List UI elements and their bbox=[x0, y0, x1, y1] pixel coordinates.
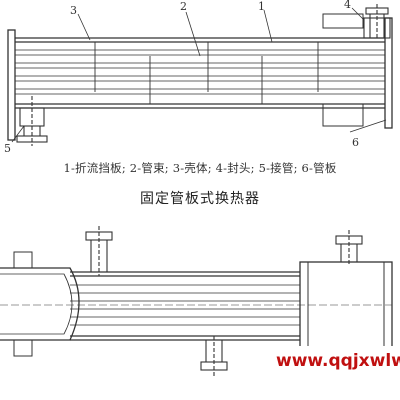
callout-6: 6 bbox=[352, 136, 359, 149]
baffle-plates bbox=[94, 42, 319, 104]
top-exchanger-drawing bbox=[7, 4, 393, 146]
diagram-title: 固定管板式换热器 bbox=[140, 191, 260, 207]
bottom-right-flange bbox=[322, 103, 364, 127]
watermark-text: www.qqjxwlw bbox=[276, 346, 400, 376]
callout-4: 4 bbox=[344, 0, 351, 11]
callout-leaders bbox=[11, 7, 387, 143]
callout-1: 1 bbox=[258, 0, 265, 13]
lower-shell bbox=[70, 271, 300, 341]
tube-bundle bbox=[15, 49, 385, 95]
left-head bbox=[0, 267, 80, 341]
top-right-nozzle bbox=[363, 4, 391, 40]
lower-top-right-nozzle bbox=[335, 230, 363, 266]
top-right-flange bbox=[322, 13, 364, 29]
lower-tube-bundle bbox=[70, 284, 300, 326]
right-tube-sheet bbox=[384, 17, 393, 129]
callout-5: 5 bbox=[4, 142, 11, 155]
lower-left-inlets bbox=[13, 251, 33, 357]
lower-top-left-nozzle bbox=[85, 226, 113, 276]
right-head-chamber bbox=[299, 261, 393, 353]
callout-3: 3 bbox=[70, 4, 77, 17]
left-tube-sheet bbox=[7, 29, 16, 141]
parts-legend: 1-折流挡板; 2-管束; 3-壳体; 4-封头; 5-接管; 6-管板 bbox=[63, 161, 337, 175]
lower-bottom-nozzle bbox=[200, 336, 228, 378]
callout-2: 2 bbox=[180, 0, 187, 13]
bottom-exchanger-drawing bbox=[0, 226, 393, 378]
shell bbox=[15, 37, 385, 109]
bottom-left-nozzle bbox=[16, 96, 48, 146]
